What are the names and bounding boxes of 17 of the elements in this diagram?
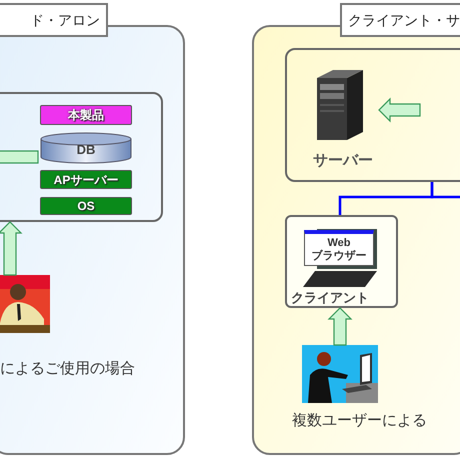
panel-title: ド・アロン — [0, 3, 108, 37]
panel-title: クライアント・サ — [340, 3, 460, 37]
block-arrow — [328, 307, 352, 346]
browser-window: Web ブラウザー — [304, 230, 374, 266]
software-layer-bar: OS — [40, 197, 132, 215]
connector-line — [430, 182, 460, 198]
client-label: クライアント — [291, 291, 369, 304]
product-label-bar: 本製品 — [40, 105, 132, 125]
client-box — [285, 215, 398, 308]
software-layer-bar: APサーバー — [40, 170, 132, 189]
server-label: サーバー — [312, 153, 374, 168]
group-box — [0, 92, 163, 222]
caption: 複数ユーザーによる — [292, 411, 428, 431]
block-arrow — [378, 98, 421, 122]
caption: によるご使用の場合 — [0, 359, 136, 379]
block-arrow — [0, 221, 22, 276]
database-cylinder: DB — [40, 132, 132, 164]
